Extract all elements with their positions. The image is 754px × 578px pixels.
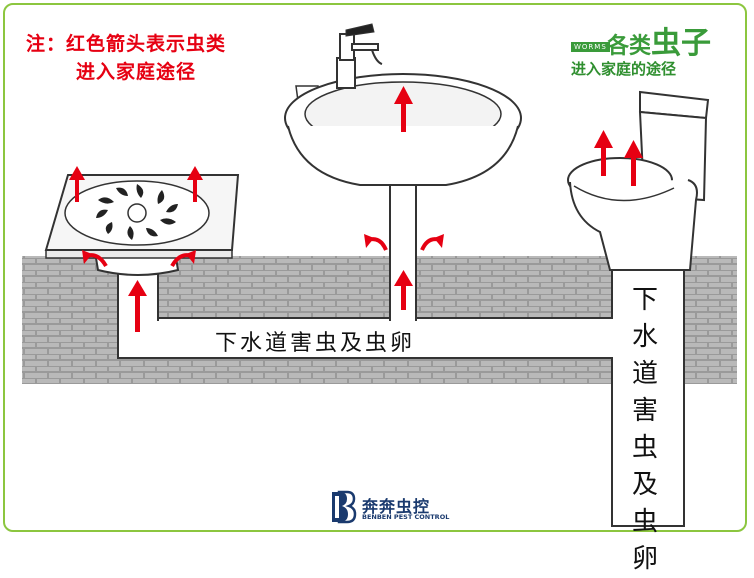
up-arrow-icon — [69, 166, 85, 202]
floor-drain-icon — [44, 174, 240, 276]
up-arrow-icon — [128, 280, 147, 332]
note-line-2: 进入家庭途径 — [76, 61, 197, 83]
brand-title-main: 虫子 — [651, 26, 712, 61]
pipe-label-horizontal: 下水道害虫及虫卵 — [215, 331, 416, 356]
up-arrow-icon — [394, 270, 413, 310]
faucet-icon — [336, 23, 383, 89]
curved-arrow-icon — [364, 234, 388, 251]
curved-arrow-icon — [82, 250, 108, 268]
toilet-pipe — [611, 261, 685, 527]
curved-arrow-icon — [420, 234, 444, 251]
logo-english: BENBEN PEST CONTROL — [362, 513, 450, 521]
curved-arrow-icon — [170, 250, 196, 268]
up-arrow-icon — [594, 130, 613, 176]
horizontal-pipe — [117, 317, 617, 359]
brand-title: 各类虫子 — [607, 18, 711, 62]
drain-pest-diagram — [22, 23, 737, 527]
pipe-label-vertical: 下水道害虫及虫卵 — [631, 285, 658, 574]
frame-border — [3, 3, 747, 532]
toilet-icon — [567, 90, 710, 271]
arrow-layer — [69, 86, 643, 332]
company-logo: 奔奔虫控 BENBEN PEST CONTROL — [330, 490, 480, 526]
brand-box: 各类虫子 WORMS 进入家庭的途径 — [567, 18, 737, 78]
brand-worms-tag: WORMS — [571, 42, 610, 52]
up-arrow-icon — [394, 86, 413, 132]
diagram-canvas: 注：红色箭头表示虫类 进入家庭途径 各类虫子 WORMS 进入家庭的途径 下水道… — [3, 3, 747, 574]
brand-subtitle: 进入家庭的途径 — [571, 60, 677, 78]
up-arrow-icon — [187, 166, 203, 202]
bb-logo-icon — [332, 490, 357, 524]
logo-name: 奔奔虫控 — [362, 497, 431, 516]
brand-title-prefix: 各类 — [607, 34, 652, 59]
note-line-1: 注：红色箭头表示虫类 — [26, 33, 227, 55]
up-arrow-icon — [624, 140, 643, 186]
